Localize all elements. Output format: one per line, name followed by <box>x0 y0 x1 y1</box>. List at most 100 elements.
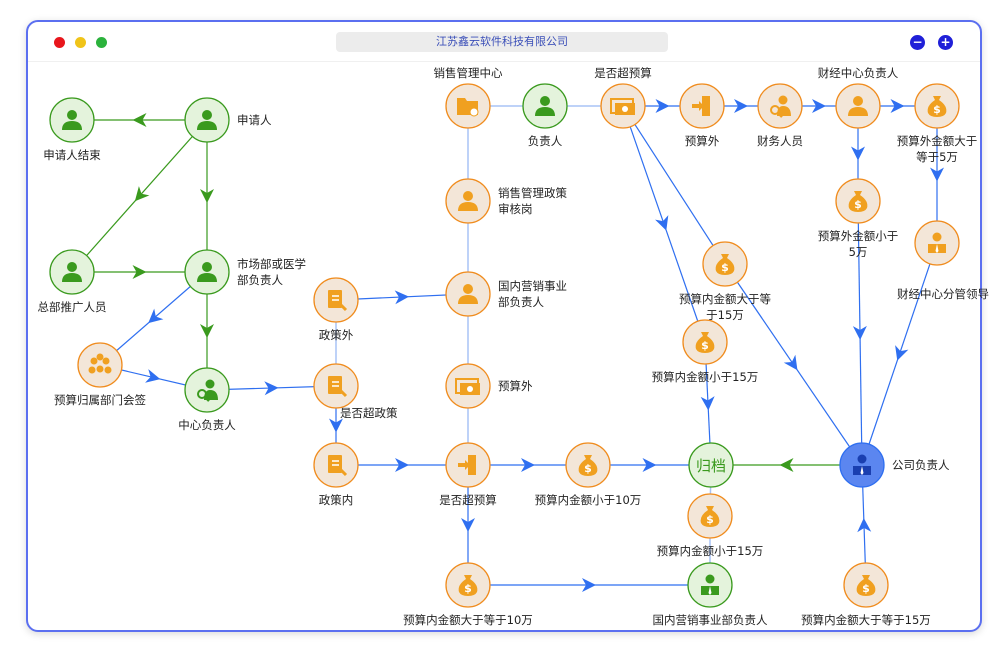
node-label: 预算外金额小于 <box>818 229 899 243</box>
workflow-node[interactable]: 归档 <box>688 442 734 488</box>
workflow-node[interactable] <box>184 97 230 143</box>
arrow-icon <box>700 396 715 411</box>
workflow-node[interactable] <box>839 442 885 488</box>
arrow-icon <box>851 146 865 161</box>
manager-icon <box>853 454 871 475</box>
workflow-node[interactable] <box>313 277 359 323</box>
node-circle <box>839 442 885 488</box>
workflow-node[interactable]: $ <box>565 442 611 488</box>
node-label: 预算外 <box>685 134 720 148</box>
workflow-node[interactable] <box>835 83 881 129</box>
money-icon: $ <box>578 455 598 476</box>
workflow-node[interactable] <box>49 249 95 295</box>
arrow-icon <box>783 354 798 371</box>
node-label: 中心负责人 <box>178 418 236 432</box>
node-label: 市场部或医学 <box>237 257 306 271</box>
node-label: 是否超预算 <box>439 493 497 507</box>
workflow-node[interactable] <box>679 83 725 129</box>
zoom-out-button[interactable]: − <box>910 35 925 50</box>
node-label: 归档 <box>696 457 726 475</box>
workflow-node[interactable] <box>757 83 803 129</box>
arrow-icon <box>200 324 214 338</box>
workflow-node[interactable] <box>687 562 733 608</box>
node-label: 是否超预算 <box>594 66 652 80</box>
workflow-node[interactable]: $ <box>843 562 889 608</box>
arrow-icon <box>930 167 944 182</box>
node-label: 总部推广人员 <box>38 300 107 314</box>
search-icon <box>197 379 218 402</box>
zoom-window-dot[interactable] <box>96 37 107 48</box>
node-label: 等于5万 <box>916 150 958 164</box>
node-label: 公司负责人 <box>892 458 950 472</box>
svg-text:$: $ <box>721 261 729 274</box>
door-icon <box>692 96 710 116</box>
arrow-icon <box>395 458 409 472</box>
workflow-node[interactable]: $ <box>835 178 881 224</box>
workflow-node[interactable] <box>600 83 646 129</box>
doc-icon <box>328 376 348 398</box>
workflow-node[interactable] <box>445 271 491 317</box>
money-icon: $ <box>715 254 735 275</box>
person-icon <box>62 262 82 282</box>
doc-icon <box>328 290 348 312</box>
node-circle <box>914 220 960 266</box>
arrow-icon <box>145 369 161 383</box>
node-label: 审核岗 <box>498 202 533 216</box>
zoom-in-button[interactable]: + <box>938 35 953 50</box>
node-label: 预算外金额大于 <box>897 134 978 148</box>
money-icon: $ <box>927 96 947 117</box>
workflow-node[interactable]: $ <box>687 493 733 539</box>
cash-icon <box>455 378 480 395</box>
node-label: 申请人 <box>237 113 272 127</box>
svg-text:$: $ <box>584 462 592 475</box>
workflow-node[interactable]: $ <box>445 562 491 608</box>
svg-text:$: $ <box>854 198 862 211</box>
workflow-node[interactable] <box>313 363 359 409</box>
workflow-node[interactable]: $ <box>914 83 960 129</box>
node-label: 国内营销事业部负责人 <box>653 613 768 627</box>
svg-text:$: $ <box>701 339 709 352</box>
close-window-button[interactable] <box>54 37 65 48</box>
node-label: 部负责人 <box>237 273 283 287</box>
arrow-icon <box>134 186 150 202</box>
workflow-node[interactable] <box>445 83 491 129</box>
edges <box>71 99 944 592</box>
workflow-node[interactable] <box>77 342 123 388</box>
node-circle <box>184 367 230 413</box>
workflow-node[interactable] <box>445 363 491 409</box>
arrow-icon <box>521 458 535 472</box>
node-label: 销售管理政策 <box>498 186 567 200</box>
workflow-node[interactable] <box>522 83 568 129</box>
node-circle <box>77 342 123 388</box>
arrow-icon <box>655 99 670 113</box>
title-bar: 江苏鑫云软件科技有限公司 − + <box>28 22 980 62</box>
workflow-node[interactable] <box>445 178 491 224</box>
node-label: 预算内金额大于等于15万 <box>801 613 931 627</box>
money-icon: $ <box>700 506 720 527</box>
workflow-node[interactable] <box>184 367 230 413</box>
node-label: 财务人员 <box>757 134 803 148</box>
door-icon <box>458 455 476 475</box>
minimize-window-dot[interactable] <box>75 37 86 48</box>
money-icon: $ <box>695 332 715 353</box>
workflow-node[interactable] <box>184 249 230 295</box>
node-label: 财经中心分管领导 <box>897 287 989 301</box>
person-icon <box>458 191 478 211</box>
arrow-icon <box>132 113 147 127</box>
workflow-node[interactable]: $ <box>702 241 748 287</box>
node-label: 预算内金额小于15万 <box>657 544 764 558</box>
workflow-node[interactable]: $ <box>682 319 728 365</box>
window-title: 江苏鑫云软件科技有限公司 <box>336 32 668 52</box>
node-circle <box>688 442 734 488</box>
node-label: 预算外 <box>498 379 533 393</box>
workflow-node[interactable] <box>313 442 359 488</box>
nodes: $ $ $ $ 归档 $ $ $ $ <box>49 83 960 608</box>
workflow-node[interactable] <box>445 442 491 488</box>
workflow-node[interactable] <box>914 220 960 266</box>
node-circle <box>687 562 733 608</box>
node-label: 部负责人 <box>498 295 544 309</box>
text-icon: 归档 <box>696 457 726 475</box>
person-icon <box>197 110 217 130</box>
node-label: 预算内金额小于10万 <box>535 493 642 507</box>
workflow-node[interactable] <box>49 97 95 143</box>
